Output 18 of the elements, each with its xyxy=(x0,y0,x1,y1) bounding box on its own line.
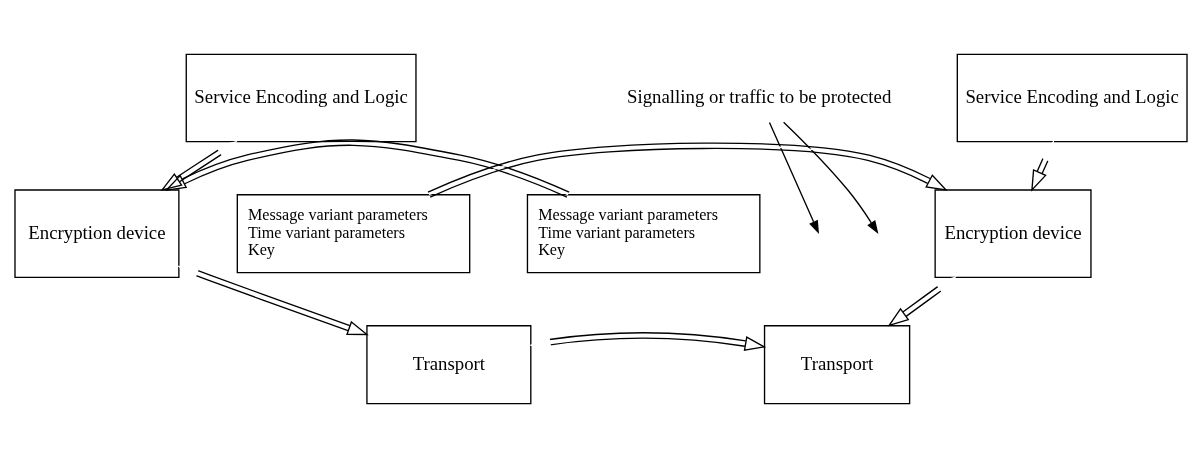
arrow xyxy=(782,121,879,234)
node-box: Encryption device xyxy=(14,188,180,278)
node-box: Encryption device xyxy=(934,188,1092,278)
arrow xyxy=(529,331,767,351)
node-box: Service Encoding and Logic xyxy=(185,53,417,142)
node-box: Message variant parameters Time variant parameters Key xyxy=(526,193,761,273)
node-box: Transport xyxy=(366,324,532,404)
node-box: Transport xyxy=(763,324,911,404)
arrow xyxy=(164,138,570,198)
node-box: Message variant parameters Time variant parameters Key xyxy=(236,193,471,273)
node-box: Service Encoding and Logic xyxy=(956,53,1188,142)
arrow xyxy=(887,275,957,327)
arrow xyxy=(427,142,948,198)
arrow xyxy=(177,265,369,335)
arrow xyxy=(768,121,819,234)
arrow xyxy=(1031,139,1055,192)
arrow xyxy=(160,140,238,191)
node-text: Signalling or traffic to be protected xyxy=(627,85,892,107)
